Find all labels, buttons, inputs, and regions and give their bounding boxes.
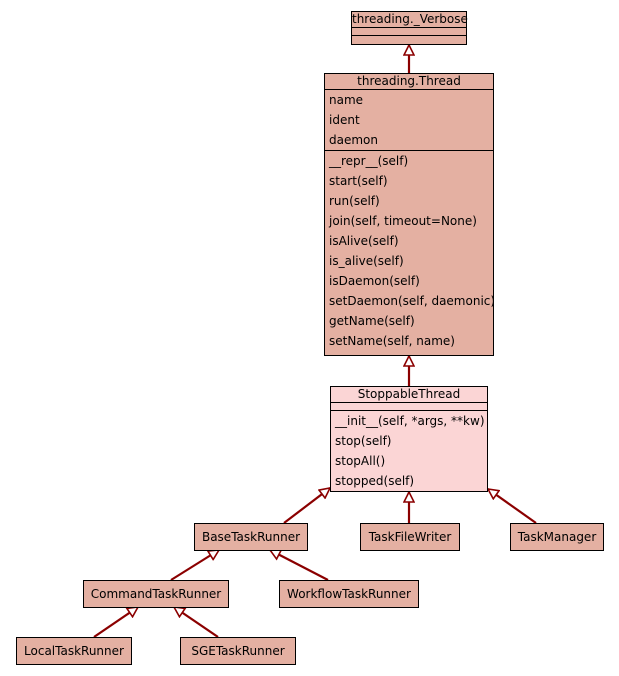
method: join(self, timeout=None) (329, 214, 477, 228)
attributes-section: name ident daemon (325, 90, 493, 151)
edge-commandtaskrunner-to-basetaskrunner (170, 550, 219, 581)
method: getName(self) (329, 314, 415, 328)
class-command-task-runner[interactable]: CommandTaskRunner (83, 580, 229, 608)
methods-section: __init__(self, *args, **kw) stop(self) s… (331, 411, 487, 491)
class-base-task-runner[interactable]: BaseTaskRunner (194, 523, 308, 551)
edge-sgetaskrunner-to-commandtaskrunner (174, 607, 219, 638)
class-stoppable-thread[interactable]: StoppableThread __init__(self, *args, **… (330, 386, 488, 492)
method: is_alive(self) (329, 254, 404, 268)
method: __init__(self, *args, **kw) (335, 414, 485, 428)
class-local-task-runner[interactable]: LocalTaskRunner (16, 637, 132, 665)
class-sge-task-runner[interactable]: SGETaskRunner (180, 637, 296, 665)
class-name: threading.Thread (325, 74, 493, 90)
method: isAlive(self) (329, 234, 399, 248)
method: run(self) (329, 194, 380, 208)
class-task-file-writer[interactable]: TaskFileWriter (360, 523, 460, 551)
method: setName(self, name) (329, 334, 455, 348)
attribute: ident (329, 113, 360, 127)
class-name: threading._Verbose (352, 12, 468, 28)
methods-section: __repr__(self) start(self) run(self) joi… (325, 151, 496, 351)
edge-localtaskrunner-to-commandtaskrunner (93, 607, 138, 638)
attributes-section (352, 28, 466, 36)
method: stopped(self) (335, 474, 415, 488)
method: stopAll() (335, 454, 386, 468)
attributes-section (331, 403, 487, 411)
edge-taskmanager-to-stoppable (488, 489, 537, 524)
methods-section (352, 36, 466, 43)
method: start(self) (329, 174, 388, 188)
edge-workflowtaskrunner-to-basetaskrunner (270, 549, 329, 581)
class-task-manager[interactable]: TaskManager (510, 523, 604, 551)
attribute: name (329, 93, 364, 107)
class-threading-thread[interactable]: threading.Thread name ident daemon __rep… (324, 73, 496, 356)
method: stop(self) (335, 434, 392, 448)
attribute: daemon (329, 133, 378, 147)
edge-basetaskrunner-to-stoppable (283, 488, 330, 524)
class-threading-verbose[interactable]: threading._Verbose (351, 11, 468, 45)
method: __repr__(self) (329, 154, 409, 168)
method: setDaemon(self, daemonic) (329, 294, 496, 308)
method: isDaemon(self) (329, 274, 420, 288)
class-name: StoppableThread (331, 387, 487, 403)
class-workflow-task-runner[interactable]: WorkflowTaskRunner (279, 580, 419, 608)
